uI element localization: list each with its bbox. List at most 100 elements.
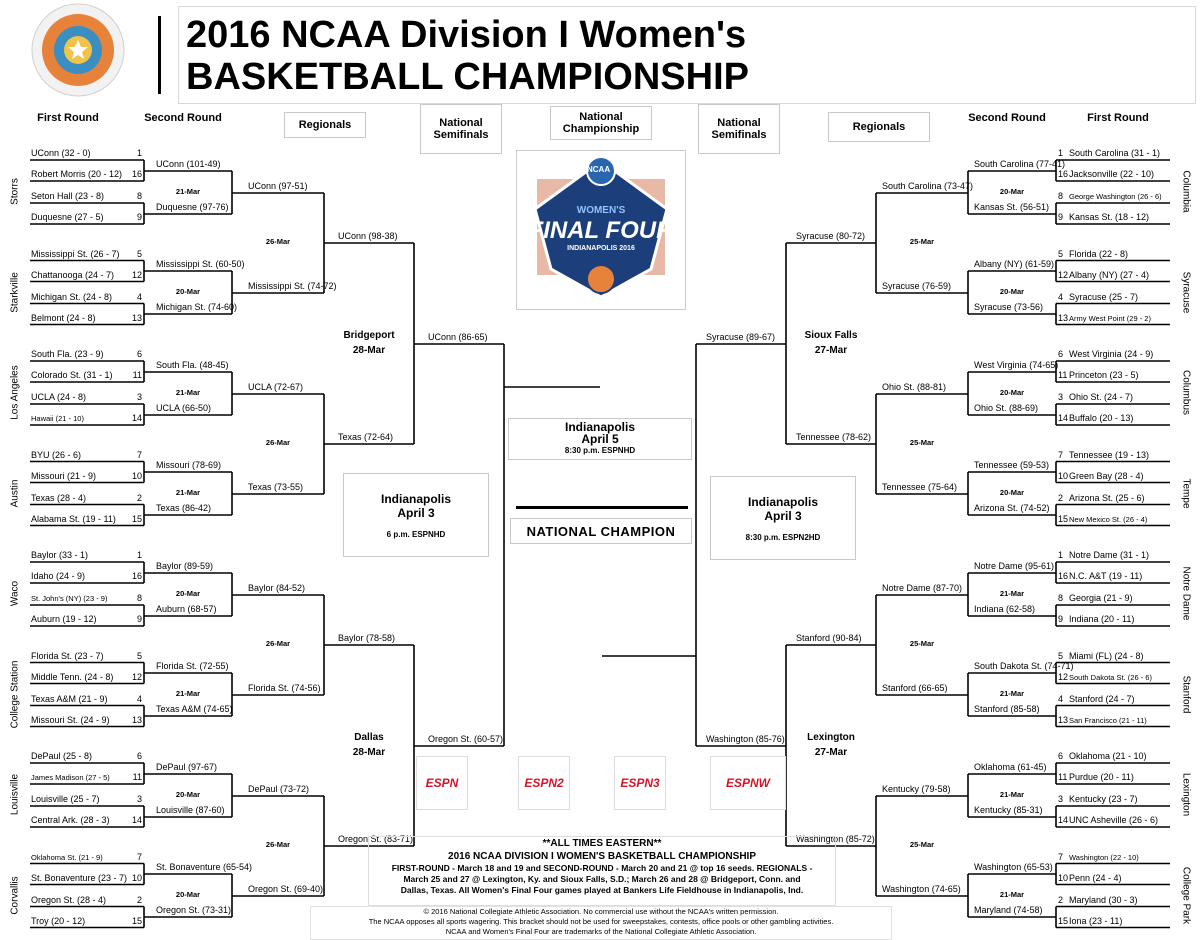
first-round-team: Louisville (25 - 7) — [31, 794, 100, 804]
first-round-team: Missouri (21 - 9) — [31, 470, 97, 481]
first-round-seed: 14 — [131, 413, 142, 423]
first-round-team: West Virginia (24 - 9) — [1069, 349, 1154, 359]
second-round-winner: Ohio St. (88-69) — [974, 403, 1039, 413]
first-round-seed: 16 — [1058, 169, 1069, 179]
region-city-label: Stanford — [1180, 675, 1192, 713]
second-round-date: 20-Mar — [175, 286, 201, 296]
first-round-seed: 14 — [1058, 815, 1069, 825]
national-champion-label: NATIONAL CHAMPION — [510, 518, 692, 544]
sweet16-winner: Mississippi St. (74-72) — [248, 281, 337, 291]
second-round-date: 21-Mar — [175, 186, 201, 196]
first-round-seed: 14 — [1058, 413, 1069, 423]
sweet16-winner: Stanford (66-65) — [882, 683, 948, 693]
first-round-seed: 3 — [1058, 392, 1064, 402]
first-round-team: Idaho (24 - 9) — [31, 571, 86, 581]
first-round-team: Mississippi St. (26 - 7) — [31, 248, 120, 259]
first-round-seed: 15 — [1058, 915, 1069, 926]
first-round-seed: 9 — [1058, 614, 1064, 624]
second-round-date: 21-Mar — [175, 688, 201, 698]
final-four-logo-line1: WOMEN'S — [576, 205, 626, 216]
regional-venue-date: 28-Mar — [352, 746, 386, 758]
first-round-team: Ohio St. (24 - 7) — [1069, 392, 1134, 402]
second-round-date: 21-Mar — [175, 487, 201, 497]
network-logo-text: ESPNW — [725, 776, 770, 790]
second-round-winner: South Fla. (48-45) — [156, 360, 229, 370]
region-city-label: Starkville — [9, 271, 21, 313]
second-round-date: 21-Mar — [999, 889, 1025, 899]
championship-logo-icon — [31, 3, 125, 97]
first-round-seed: 6 — [1058, 349, 1064, 359]
notes-line4: March 25 and 27 @ Lexington, Ky. and Sio… — [403, 874, 801, 884]
first-round-seed: 13 — [131, 312, 142, 323]
elite8-winner: Texas (72-64) — [338, 432, 394, 442]
first-round-seed: 6 — [136, 349, 142, 359]
header-right-second-round: Second Round — [968, 112, 1046, 124]
second-round-winner: Arizona St. (74-52) — [974, 503, 1050, 513]
first-round-team: Miami (FL) (24 - 8) — [1069, 650, 1144, 661]
second-round-winner: Kentucky (85-31) — [974, 805, 1043, 815]
sweet16-winner: Tennessee (75-64) — [882, 482, 958, 492]
left-semifinal-date: April 3 — [397, 505, 435, 520]
first-round-seed: 8 — [1058, 191, 1064, 201]
first-round-seed: 2 — [136, 492, 142, 503]
second-round-winner: Auburn (68-57) — [156, 604, 217, 614]
second-round-winner: Texas A&M (74-65) — [156, 704, 233, 714]
regional-venue-date: 27-Mar — [814, 344, 848, 356]
second-round-winner: Oklahoma (61-45) — [974, 762, 1047, 772]
region-city-label: College Park — [1180, 866, 1192, 924]
first-round-seed: 16 — [131, 571, 142, 581]
sweet16-date: 25-Mar — [909, 237, 935, 246]
first-round-seed: 12 — [1058, 671, 1069, 682]
sweet16-winner: South Carolina (73-47) — [882, 181, 974, 191]
sweet16-winner: Washington (74-65) — [882, 884, 961, 894]
title-divider — [158, 16, 161, 94]
first-round-seed: 4 — [136, 291, 142, 302]
first-round-seed: 10 — [1058, 872, 1069, 883]
sweet16-date: 25-Mar — [909, 639, 935, 648]
region-city-label: College Station — [9, 660, 21, 728]
first-round-team: Duquesne (27 - 5) — [31, 212, 104, 222]
first-round-team: South Fla. (23 - 9) — [31, 349, 104, 359]
first-round-seed: 3 — [1058, 794, 1064, 804]
sweet16-date: 26-Mar — [265, 639, 291, 648]
first-round-team: Georgia (21 - 9) — [1069, 593, 1133, 603]
footer-line2: The NCAA opposes all sports wagering. Th… — [368, 917, 834, 926]
notes-line5: Dallas, Texas. All Women's Final Four ga… — [400, 885, 804, 895]
first-round-seed: 11 — [1058, 772, 1068, 782]
elite8-winner: Stanford (90-84) — [796, 633, 862, 643]
first-round-seed: 11 — [132, 772, 142, 782]
regional-venue-date: 27-Mar — [814, 746, 848, 758]
second-round-winner: Florida St. (72-55) — [156, 661, 229, 671]
first-round-team: UCLA (24 - 8) — [31, 392, 87, 402]
first-round-seed: 15 — [1058, 513, 1069, 524]
first-round-seed: 13 — [1058, 714, 1069, 725]
first-round-seed: 10 — [131, 872, 142, 883]
first-round-team: Middle Tenn. (24 - 8) — [31, 671, 114, 682]
first-round-team: Colorado St. (31 - 1) — [31, 370, 113, 380]
first-round-seed: 15 — [131, 915, 142, 926]
final-four-logo-icon — [533, 156, 669, 299]
championship-box: Indianapolis April 5 8:30 p.m. ESPNHD — [508, 418, 692, 460]
region-city-label: Louisville — [9, 773, 21, 816]
notes-line2: 2016 NCAA DIVISION I WOMEN'S BASKETBALL … — [448, 851, 756, 862]
first-round-team: Oklahoma (21 - 10) — [1069, 751, 1147, 761]
first-round-seed: 6 — [1058, 751, 1064, 761]
sweet16-winner: Kentucky (79-58) — [882, 784, 951, 794]
first-round-seed: 5 — [136, 650, 142, 661]
sweet16-date: 25-Mar — [909, 840, 935, 849]
first-round-seed: 7 — [1058, 851, 1064, 862]
first-round-seed: 9 — [136, 614, 142, 624]
first-round-seed: 11 — [132, 370, 142, 380]
first-round-team: Seton Hall (23 - 8) — [31, 191, 105, 201]
sweet16-winner: Oregon St. (69-40) — [248, 884, 324, 894]
sweet16-winner: Florida St. (74-56) — [248, 683, 321, 693]
regional-venue-date: 28-Mar — [352, 344, 386, 356]
first-round-team: Oklahoma St. (21 - 9) — [31, 852, 103, 862]
first-round-seed: 8 — [1058, 593, 1064, 603]
sweet16-winner: DePaul (73-72) — [248, 784, 310, 794]
first-round-team: St. Bonaventure (23 - 7) — [31, 872, 128, 883]
sweet16-winner: Syracuse (76-59) — [882, 281, 952, 291]
first-round-seed: 12 — [1058, 269, 1069, 280]
second-round-date: 20-Mar — [175, 889, 201, 899]
